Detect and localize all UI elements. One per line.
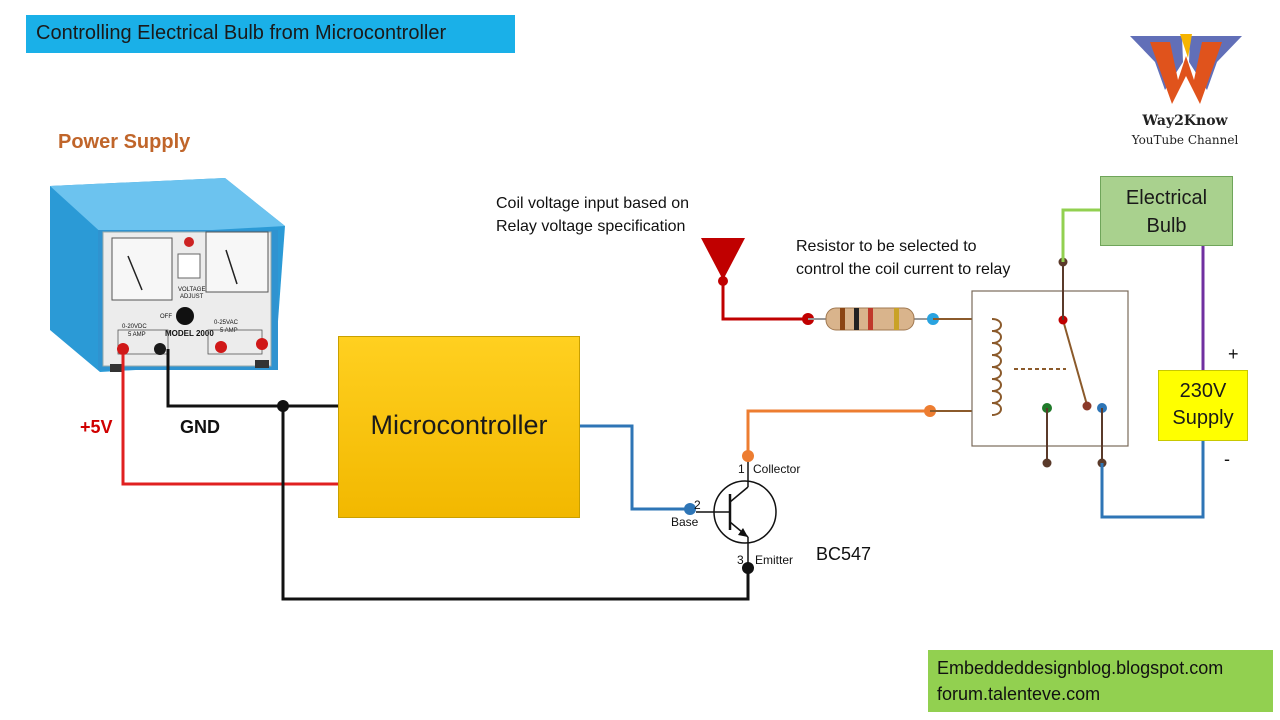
diagram-title: Controlling Electrical Bulb from Microco… xyxy=(36,22,447,44)
wire-coil-input xyxy=(721,280,808,321)
supply-plus-sign: + xyxy=(1228,344,1239,364)
bulb-label: Electrical Bulb xyxy=(1100,184,1233,240)
supply-minus-sign: - xyxy=(1224,449,1230,469)
logo-subtitle: YouTube Channel xyxy=(1131,133,1239,147)
supply-line1: 230V xyxy=(1179,380,1227,402)
relay-coil xyxy=(991,318,1002,416)
label-gnd: GND xyxy=(180,417,220,437)
base-label: Base xyxy=(671,515,699,529)
coil-voltage-note: Coil voltage input based on Relay voltag… xyxy=(496,192,736,238)
svg-text:OFF: OFF xyxy=(160,314,172,320)
footer-box xyxy=(928,650,1273,712)
junction-dot xyxy=(277,400,289,412)
collector-dot xyxy=(742,450,754,462)
supply-label: 230V Supply xyxy=(1158,378,1248,432)
collector-label: Collector xyxy=(753,462,801,476)
svg-text:0-25VAC: 0-25VAC xyxy=(214,320,239,326)
title-banner xyxy=(26,15,515,53)
svg-text:ADJUST: ADJUST xyxy=(180,294,204,300)
microcontroller-label: Microcontroller xyxy=(370,410,548,440)
resistor-note-line1: Resistor to be selected to xyxy=(796,238,977,255)
svg-text:5 AMP: 5 AMP xyxy=(128,332,146,338)
supply-line2: Supply xyxy=(1172,407,1234,429)
wire-signal xyxy=(580,424,690,511)
power-supply-title: Power Supply xyxy=(58,131,191,153)
wire-gnd-emitter xyxy=(281,406,750,601)
coil-note-line1: Coil voltage input based on xyxy=(496,195,690,212)
bulb-line1: Electrical xyxy=(1125,187,1208,209)
bulb-line2: Bulb xyxy=(1146,215,1187,237)
resistor xyxy=(808,307,933,331)
wire-5v xyxy=(121,355,338,486)
svg-text:0-20VDC: 0-20VDC xyxy=(122,324,147,330)
microcontroller-block xyxy=(338,336,580,518)
transistor-label: BC547 xyxy=(816,544,872,564)
label-5v: +5V xyxy=(80,417,113,437)
bulb-block xyxy=(1100,176,1233,246)
emitter-pin-number: 3 xyxy=(737,553,744,567)
base-dot xyxy=(684,503,696,515)
supply-block xyxy=(1158,370,1248,441)
relay-switch-arm xyxy=(1062,319,1088,406)
wire-collector xyxy=(746,409,930,458)
transistor-symbol xyxy=(696,458,777,565)
resistor-note-line2: control the coil current to relay xyxy=(796,261,1011,278)
coil-note-line2: Relay voltage specification xyxy=(496,218,686,235)
svg-text:MODEL 2000: MODEL 2000 xyxy=(165,329,214,338)
coil-voltage-input-symbol xyxy=(701,238,745,280)
logo-name: Way2Know xyxy=(1142,113,1228,129)
way2know-logo-icon xyxy=(1130,34,1242,104)
emitter-label: Emitter xyxy=(755,553,794,567)
svg-text:VOLTAGE: VOLTAGE xyxy=(178,287,205,293)
base-pin-number: 2 xyxy=(694,498,701,512)
collector-pin-number: 1 xyxy=(738,462,745,476)
svg-text:5 AMP: 5 AMP xyxy=(220,328,238,334)
emitter-dot xyxy=(742,562,754,574)
power-supply-illustration: MODEL 2000 VOLTAGE ADJUST OFF 0-20VDC 5 … xyxy=(50,178,285,372)
wire-bulb xyxy=(1061,208,1100,262)
footer-forum-link[interactable]: forum.talenteve.com xyxy=(937,684,1101,704)
footer-blog-link[interactable]: Embeddeddesignblog.blogspot.com xyxy=(937,658,1224,678)
wire-neutral xyxy=(1100,441,1205,519)
resistor-note: Resistor to be selected to control the c… xyxy=(796,235,1056,281)
